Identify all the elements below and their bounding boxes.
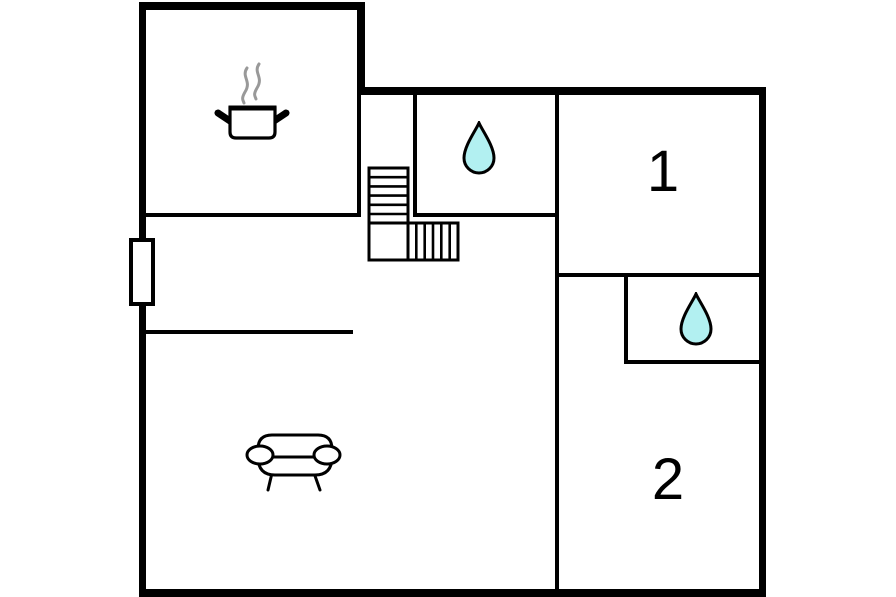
outer-wall-top-right bbox=[357, 87, 766, 95]
room-living bbox=[146, 334, 555, 589]
water-drop-icon bbox=[462, 121, 496, 175]
room-1-label: 1 bbox=[646, 139, 680, 204]
wall-bathroom-right-bottom bbox=[624, 360, 759, 364]
wall-bathroom-upper-bottom bbox=[413, 213, 559, 217]
wall-living-room-partition bbox=[143, 330, 353, 334]
wall-bathroom-upper-left bbox=[413, 95, 417, 217]
sofa-icon bbox=[245, 433, 342, 492]
outer-wall-kitchen-right bbox=[357, 2, 365, 95]
wall-kitchen-bottom bbox=[143, 213, 361, 217]
wall-kitchen-right-inner bbox=[357, 95, 361, 217]
room-2-label: 2 bbox=[651, 447, 685, 512]
wall-bedroom1-bottom bbox=[555, 273, 759, 277]
wall-center-vertical bbox=[555, 95, 559, 589]
outer-wall-right bbox=[759, 87, 766, 597]
water-drop-icon bbox=[679, 292, 713, 346]
outer-wall-top-kitchen bbox=[139, 2, 365, 10]
cooking-pot-icon bbox=[214, 62, 290, 140]
wall-bathroom-right-left bbox=[624, 277, 628, 364]
window-icon bbox=[129, 238, 155, 306]
steam-icon bbox=[241, 62, 261, 105]
stairs-icon bbox=[367, 166, 460, 262]
outer-wall-bottom bbox=[139, 589, 766, 597]
